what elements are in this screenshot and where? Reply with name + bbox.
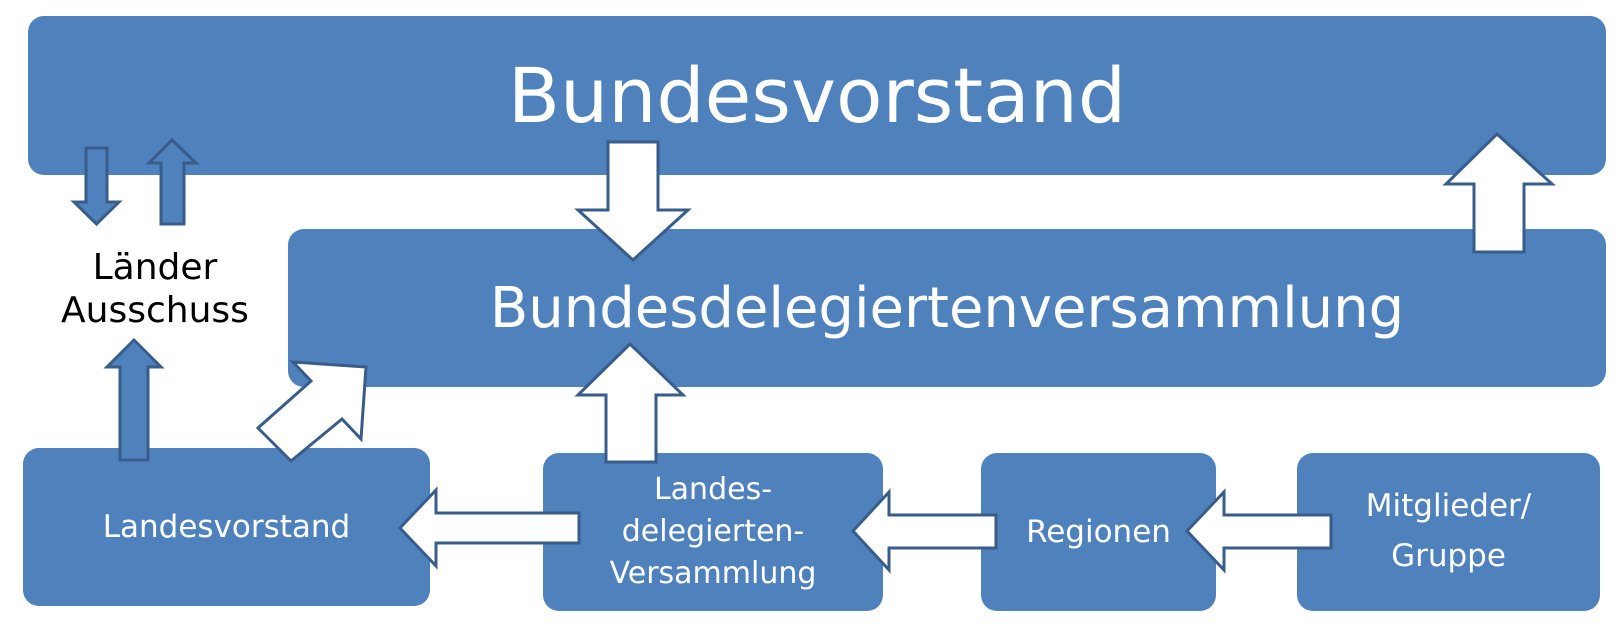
node-landesdelegiertenversammlung: Landes- delegierten- Versammlung xyxy=(543,453,883,611)
arrow-bundesvorstand-to-bdv xyxy=(574,140,692,263)
arrow-mitglieder-to-regionen xyxy=(1184,488,1333,574)
node-bundesvorstand: Bundesvorstand xyxy=(28,16,1606,175)
laender-ausschuss-line-1: Länder xyxy=(92,247,218,288)
bundesdelegiertenversammlung-label: Bundesdelegiertenversammlung xyxy=(489,275,1405,341)
arrow-landesvorstand-to-bdv xyxy=(255,360,368,464)
laender-ausschuss-line-2: Ausschuss xyxy=(61,290,249,332)
node-laender-ausschuss: Länder Ausschuss xyxy=(40,246,270,332)
node-regionen: Regionen xyxy=(981,453,1216,611)
node-mitglieder-gruppe: Mitglieder/ Gruppe xyxy=(1297,453,1600,611)
mitglieder-gruppe-line-2: Gruppe xyxy=(1391,538,1506,574)
landesdelegiertenversammlung-line-1: Landes- xyxy=(653,472,773,507)
landesvorstand-label: Landesvorstand xyxy=(102,509,351,545)
mitglieder-gruppe-line-1: Mitglieder/ xyxy=(1365,488,1532,525)
arrow-regionen-to-ldv xyxy=(850,488,998,574)
arrow-landesvorstand-to-laender xyxy=(103,337,165,462)
node-bundesdelegiertenversammlung: Bundesdelegiertenversammlung xyxy=(288,229,1606,387)
arrow-ldv-to-landesvorstand xyxy=(397,486,581,570)
landesdelegiertenversammlung-line-2: delegierten- xyxy=(621,514,805,549)
arrow-bdv-to-bundesvorstand xyxy=(1442,131,1556,254)
landesdelegiertenversammlung-line-3: Versammlung xyxy=(609,556,817,591)
arrow-ldv-to-bdv xyxy=(574,341,687,464)
arrow-bundesvorstand-to-laender xyxy=(70,146,123,227)
regionen-label: Regionen xyxy=(1026,514,1171,550)
bundesvorstand-label: Bundesvorstand xyxy=(507,51,1127,140)
arrow-laender-to-bundesvorstand xyxy=(145,137,200,226)
node-landesvorstand: Landesvorstand xyxy=(23,448,430,606)
